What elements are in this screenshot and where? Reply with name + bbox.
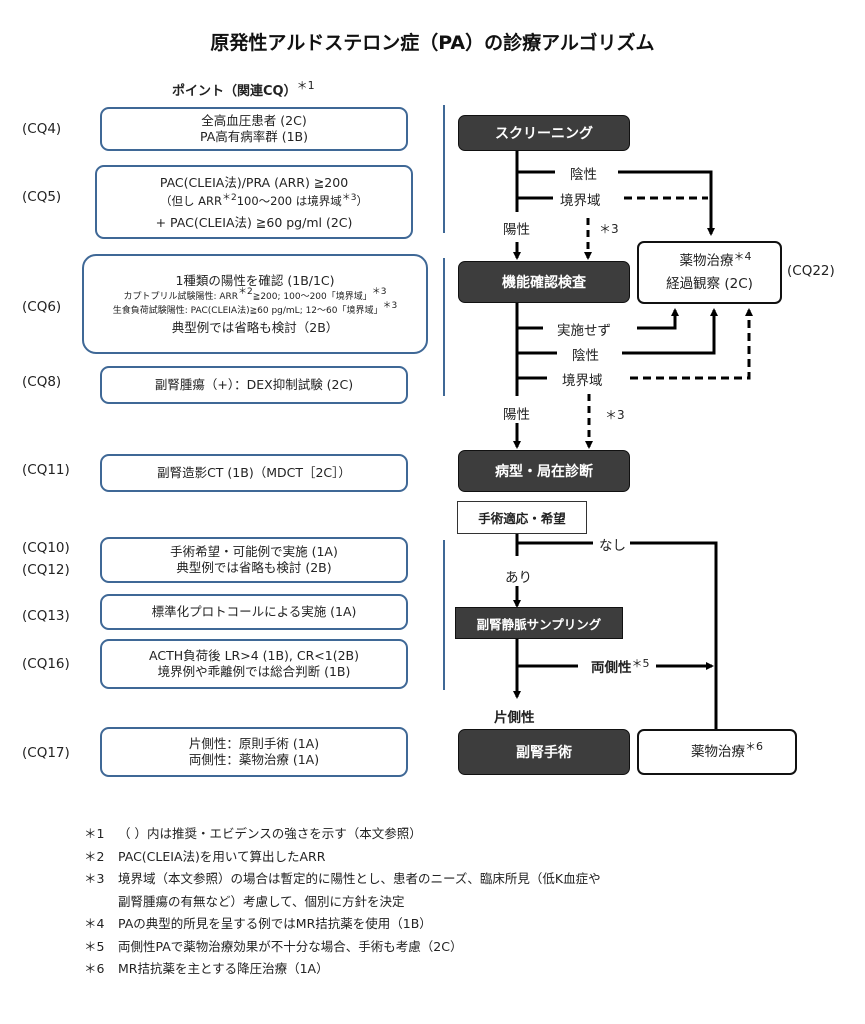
point-box-ct: 副腎造影CT (1B)（MDCT［2C］） <box>100 454 408 492</box>
points-header: ポイント（関連CQ）＊1 <box>172 79 315 99</box>
point-box-avs-indication: 手術希望・可能例で実施 (1A) 典型例では省略も検討 (2B) <box>100 537 408 583</box>
point-line: 標準化プロトコールによる実施 (1A) <box>151 604 357 619</box>
label-screening-positive: 陽性 <box>501 218 532 238</box>
cq-label: (CQ17) <box>22 745 70 761</box>
label-confirm-notdone: 実施せず <box>555 319 613 339</box>
drug-line1: 薬物治療＊4 <box>679 250 752 269</box>
point-box-confirmation: 1種類の陽性を確認 (1B/1C) カプトプリル試験陽性: ARR＊2≧200;… <box>82 254 428 354</box>
point-line: 手術希望・可能例で実施 (1A) <box>170 544 338 559</box>
point-line: 境界例や乖離例では総合判断 (1B) <box>157 664 351 679</box>
label-screening-star3: ＊3 <box>597 220 621 237</box>
page-title: 原発性アルドステロン症（PA）の診療アルゴリズム <box>210 32 655 54</box>
cq-label: (CQ11) <box>22 462 70 478</box>
cq-label-cq22: (CQ22) <box>787 263 835 279</box>
label-indication-no: なし <box>597 534 628 554</box>
point-line: 副腎腫瘍（+）：DEX抑制試験 (2C) <box>154 377 354 392</box>
flow-step-adrenalectomy: 副腎手術 <box>458 729 630 775</box>
flow-step-drug-observation: 薬物治療＊4 経過観察 (2C) <box>637 241 782 304</box>
cq-label: (CQ6) <box>22 299 62 315</box>
flow-step-avs: 副腎静脈サンプリング <box>455 607 623 639</box>
point-line: （但し ARR＊2100～200 は境界域＊3） <box>159 192 369 208</box>
label-screening-borderline: 境界域 <box>558 189 603 209</box>
confirm-notdone-path <box>637 308 679 330</box>
point-box-screening-target: 全高血圧患者 (2C) PA高有病率群 (1B) <box>100 107 408 151</box>
drug-line2: 経過観察 (2C) <box>666 276 753 292</box>
point-line: 典型例では省略も検討（2B） <box>171 320 339 335</box>
point-line: 副腎造影CT (1B)（MDCT［2C］） <box>157 465 351 480</box>
point-box-dex: 副腎腫瘍（+）：DEX抑制試験 (2C) <box>100 366 408 404</box>
cq-label: (CQ10) <box>22 540 70 556</box>
cq-label: (CQ4) <box>22 121 62 137</box>
points-header-label: ポイント（関連CQ） <box>172 84 297 99</box>
section-rule-confirm <box>443 258 445 396</box>
footnote: ＊2 PAC(CLEIA法)を用いて算出したARR <box>84 848 326 864</box>
point-line: 両側性：薬物治療 (1A) <box>188 752 320 767</box>
flow-step-surgery-indication: 手術適応・希望 <box>457 501 587 534</box>
point-line: 典型例では省略も検討 (2B) <box>176 560 332 575</box>
label-confirm-borderline: 境界域 <box>560 369 605 389</box>
point-line: + PAC(CLEIA法) ≧60 pg/ml (2C) <box>155 214 353 230</box>
footnote: ＊1（ ）内は推奨・エビデンスの強さを示す（本文参照） <box>84 826 422 841</box>
label-unilateral: 片側性 <box>492 706 537 726</box>
label-indication-yes: あり <box>503 566 534 586</box>
point-line: 全高血圧患者 (2C) <box>201 113 307 128</box>
label-screening-negative: 陰性 <box>568 163 599 183</box>
screening-negative-path <box>618 170 715 236</box>
points-header-note: ＊1 <box>296 79 315 92</box>
point-line: 1種類の陽性を確認 (1B/1C) <box>175 273 335 288</box>
label-confirm-positive: 陽性 <box>501 403 532 423</box>
flow-step-confirmation: 機能確認検査 <box>458 261 630 303</box>
point-line: PA高有病率群 (1B) <box>199 129 309 144</box>
point-line: PAC(CLEIA法)/PRA (ARR) ≧200 <box>159 174 349 190</box>
point-line: 片側性：原則手術 (1A) <box>188 736 320 751</box>
confirm-borderline-path <box>630 308 753 380</box>
point-line: 生食負荷試験陽性: PAC(CLEIA法)≧60 pg/mL; 12～60「境界… <box>112 301 398 316</box>
flow-step-screening: スクリーニング <box>458 115 630 151</box>
drug-final-label: 薬物治療 <box>691 744 745 760</box>
cq-label: (CQ12) <box>22 562 70 578</box>
label-confirm-star3: ＊3 <box>603 406 627 423</box>
flow-step-subtype-diagnosis: 病型・局在診断 <box>458 450 630 492</box>
point-line: カプトプリル試験陽性: ARR＊2≧200; 100～200「境界域」＊3 <box>123 287 387 302</box>
label-confirm-negative: 陰性 <box>570 344 601 364</box>
cq-label: (CQ5) <box>22 189 62 205</box>
point-box-arr: PAC(CLEIA法)/PRA (ARR) ≧200 （但し ARR＊2100～… <box>95 165 413 239</box>
cq-label: (CQ16) <box>22 656 70 672</box>
point-box-lateralization: ACTH負荷後 LR>4 (1B), CR<1(2B) 境界例や乖離例では総合判… <box>100 639 408 689</box>
flow-step-drug-therapy: 薬物治療＊6 <box>637 729 797 775</box>
footnotes: ＊1（ ）内は推奨・エビデンスの強さを示す（本文参照） ＊2 PAC(CLEIA… <box>84 823 601 981</box>
point-box-treatment: 片側性：原則手術 (1A) 両側性：薬物治療 (1A) <box>100 727 408 777</box>
cq-label: (CQ8) <box>22 374 62 390</box>
point-line: ACTH負荷後 LR>4 (1B), CR<1(2B) <box>149 648 359 663</box>
section-rule-subtype <box>443 540 445 690</box>
indication-no-path <box>630 541 720 759</box>
confirm-negative-path <box>622 308 718 355</box>
cq-label: (CQ13) <box>22 608 70 624</box>
point-box-protocol: 標準化プロトコールによる実施 (1A) <box>100 594 408 630</box>
footnote: 副腎腫瘍の有無など）考慮して、個別に方針を決定 <box>118 893 405 909</box>
label-bilateral: 両側性＊5 <box>589 656 652 676</box>
section-rule-screening <box>443 105 445 233</box>
